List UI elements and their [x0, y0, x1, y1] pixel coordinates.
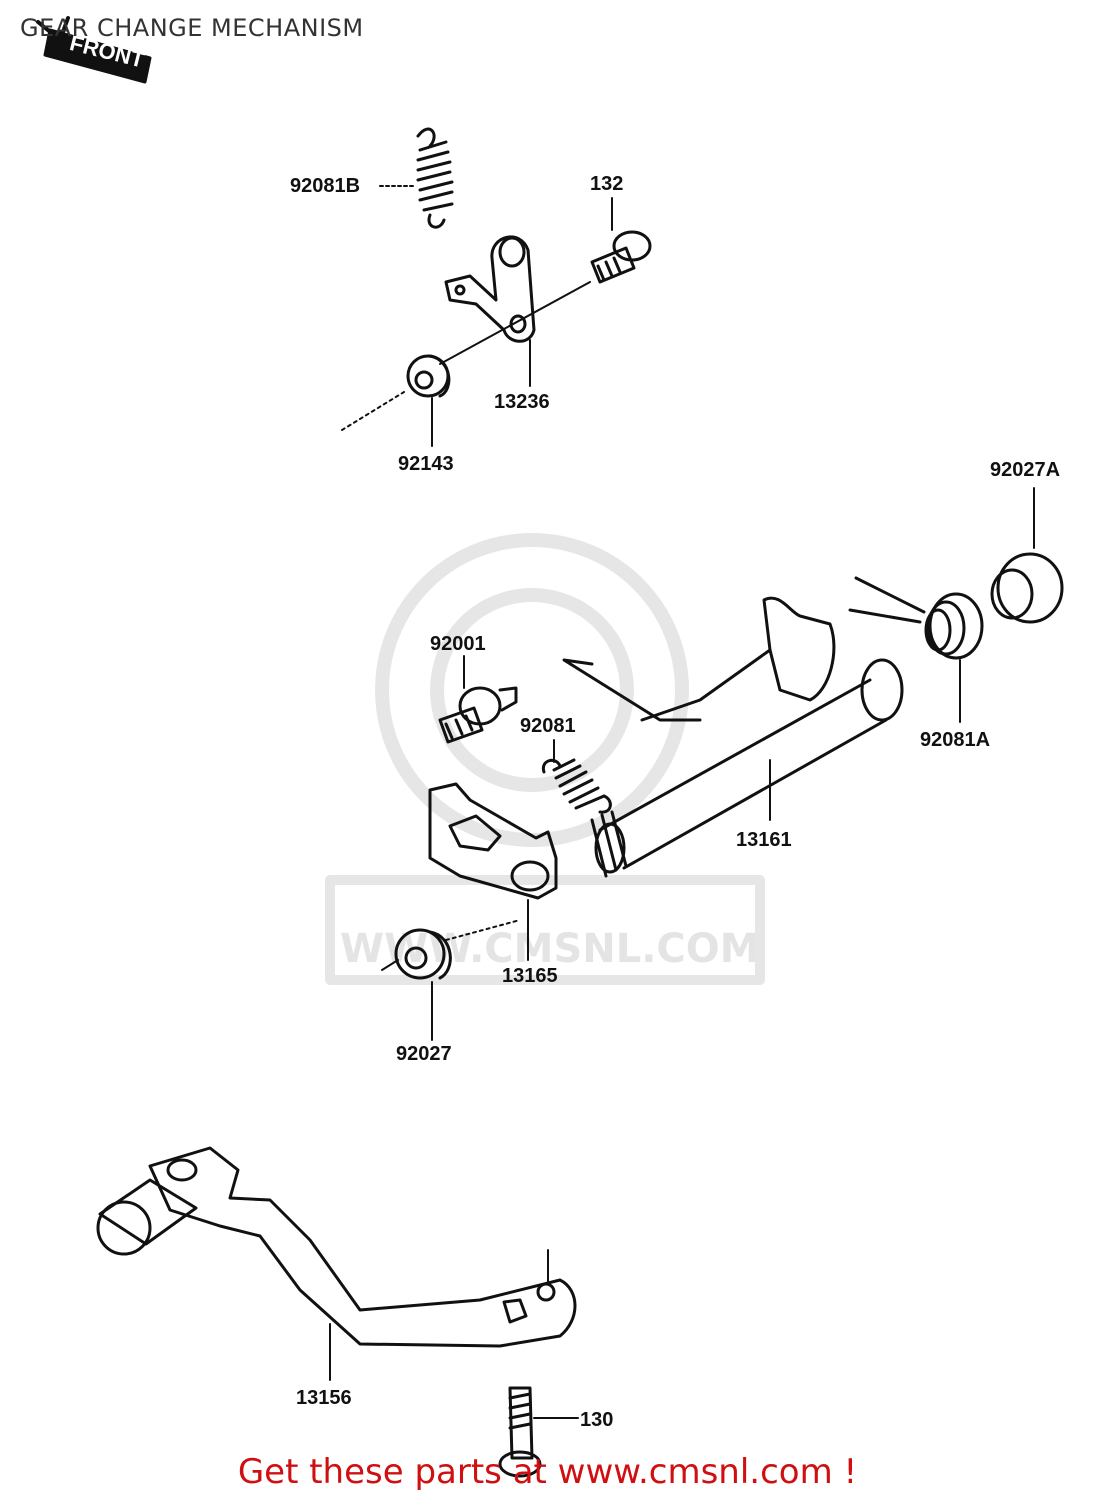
label-92081: 92081 [520, 715, 576, 737]
label-13165: 13165 [502, 965, 558, 987]
part-92001-bolt [438, 655, 518, 744]
label-92143: 92143 [398, 453, 454, 475]
part-92027a-bushing [990, 487, 1064, 624]
part-130-bolt [498, 1386, 579, 1478]
part-92027-collar [381, 919, 521, 1041]
part-132-bolt [590, 197, 652, 284]
label-92027a: 92027A [990, 459, 1061, 481]
label-92001: 92001 [430, 633, 486, 655]
part-13165-plate [428, 782, 558, 961]
label-13156: 13156 [296, 1387, 352, 1409]
part-92143-collar [341, 354, 451, 447]
watermark-logo [325, 533, 765, 985]
promo-link[interactable]: Get these parts at www.cmsnl.com ! [237, 1452, 858, 1492]
label-130: 130 [580, 1409, 614, 1431]
label-13161: 13161 [736, 829, 792, 851]
label-13236: 13236 [494, 391, 550, 413]
part-92081a-spring [848, 576, 984, 723]
label-92027: 92027 [396, 1043, 452, 1065]
part-13156-pedal [96, 1146, 577, 1381]
page-title: GEAR CHANGE MECHANISM [20, 14, 364, 42]
part-13236-lever [439, 235, 591, 387]
part-92081-spring [541, 739, 612, 814]
label-132: 132 [590, 173, 624, 195]
label-92081b: 92081B [290, 175, 361, 197]
label-92081a: 92081A [920, 729, 991, 751]
part-92081b-spring [379, 127, 454, 229]
part-13161-shaft [562, 596, 904, 878]
